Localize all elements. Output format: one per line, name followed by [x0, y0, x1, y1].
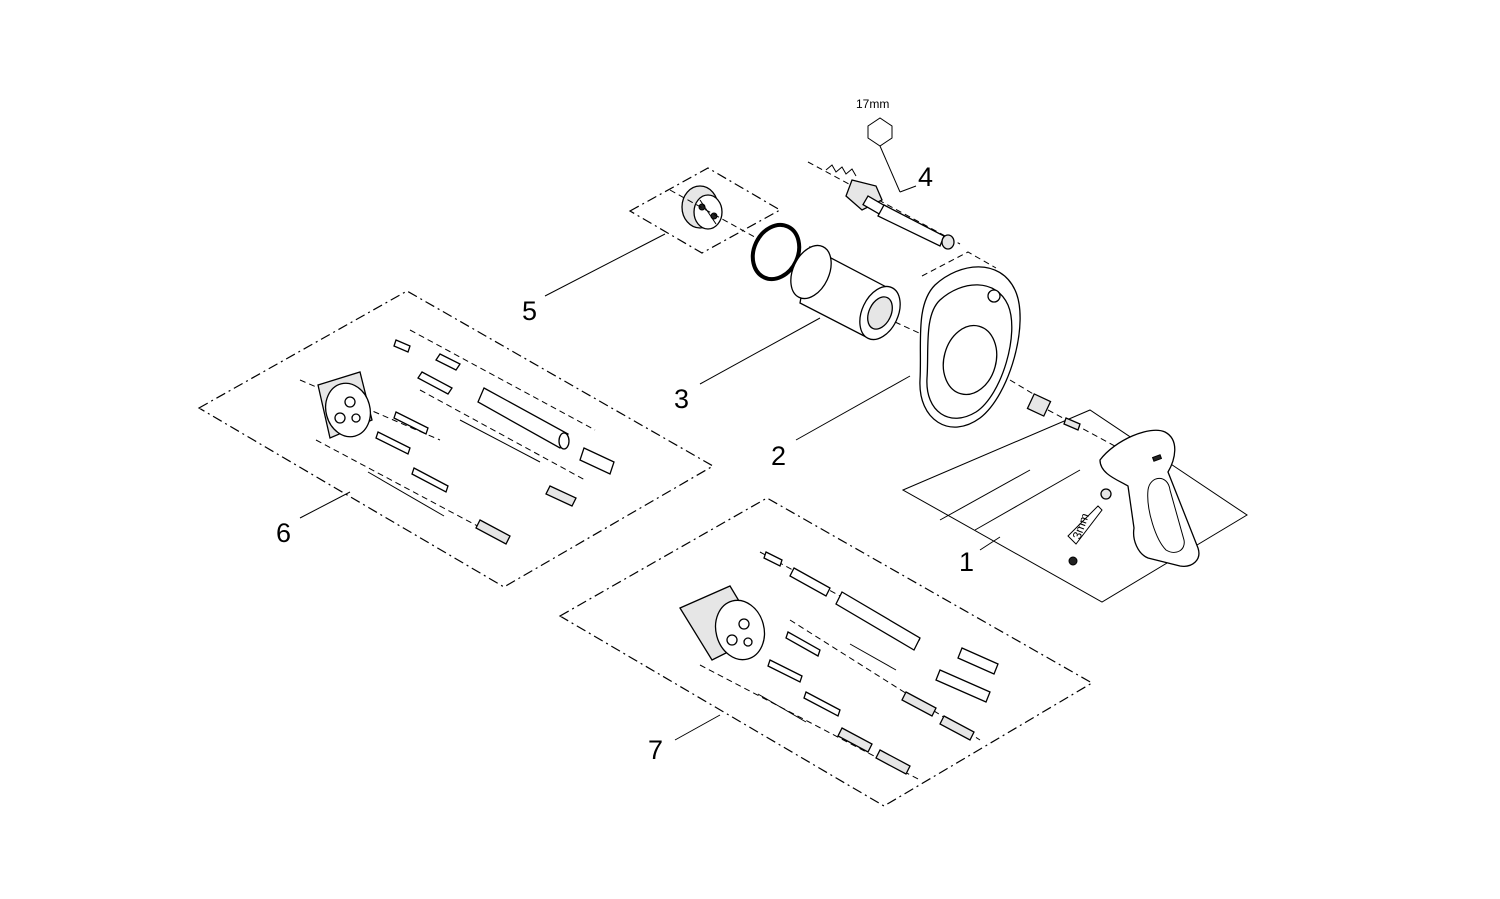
callout-1: 1	[959, 547, 974, 577]
callout-7: 7	[648, 735, 663, 765]
callout-6: 6	[276, 518, 291, 548]
kit-6-parts	[299, 329, 615, 545]
valve-spindle	[807, 117, 961, 250]
wrench-size-label: 17mm	[856, 97, 889, 111]
kit-1-frame	[901, 409, 1248, 603]
cover-plate	[919, 251, 1041, 428]
callout-5: 5	[522, 296, 537, 326]
kit-5-frame	[628, 167, 782, 254]
hex-key-size-label: 3mm	[1070, 511, 1092, 541]
kit-7-frame	[558, 497, 1094, 807]
kit-5-cartridge	[669, 185, 761, 241]
leader-lines	[299, 233, 1001, 741]
kit-7-parts	[679, 551, 999, 781]
callout-4: 4	[918, 162, 933, 192]
lever-handle	[939, 393, 1200, 567]
extension-sleeve	[790, 244, 931, 341]
callout-2: 2	[771, 441, 786, 471]
callout-3: 3	[674, 384, 689, 414]
